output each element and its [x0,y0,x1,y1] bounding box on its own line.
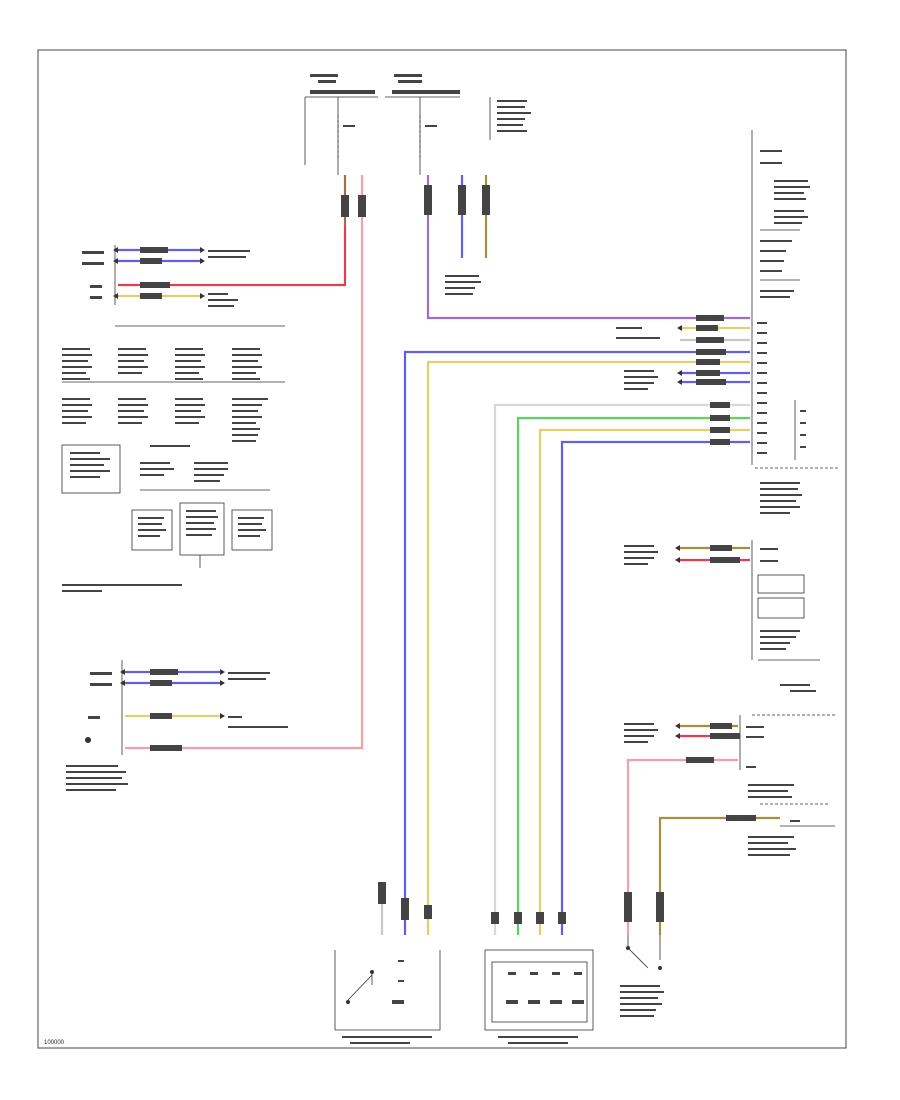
wire-pink-switch [626,758,738,935]
top-power-sources [304,74,531,175]
wire-end-labels [445,275,660,743]
wire-tags [140,185,756,924]
wire-blue-down-1 [403,350,750,935]
wire-olive-solenoid [658,816,780,935]
wire-upper-red [118,225,347,287]
wire-yellow-down-1 [426,360,750,935]
bottom-middle-connector [484,949,594,1044]
right-main-module [751,130,840,514]
wire-purple-right [426,225,750,320]
bottom-left-connector [334,950,441,1044]
left-module-blocks [61,348,285,592]
wire-gray-shift [493,403,750,935]
connector-arrows [113,247,682,739]
bottom-right-switch [620,935,664,1017]
diagram-frame [37,49,847,1049]
right-middle-unit [751,540,820,692]
wire-yellow-shift [538,428,750,935]
wire-green-shift [516,416,750,935]
wire-pink-long [125,225,364,750]
right-lower-unit [739,714,835,856]
left-lower-module [66,660,288,791]
wire-blue-shift [560,440,750,935]
footer-code: 100000 [44,1040,65,1046]
